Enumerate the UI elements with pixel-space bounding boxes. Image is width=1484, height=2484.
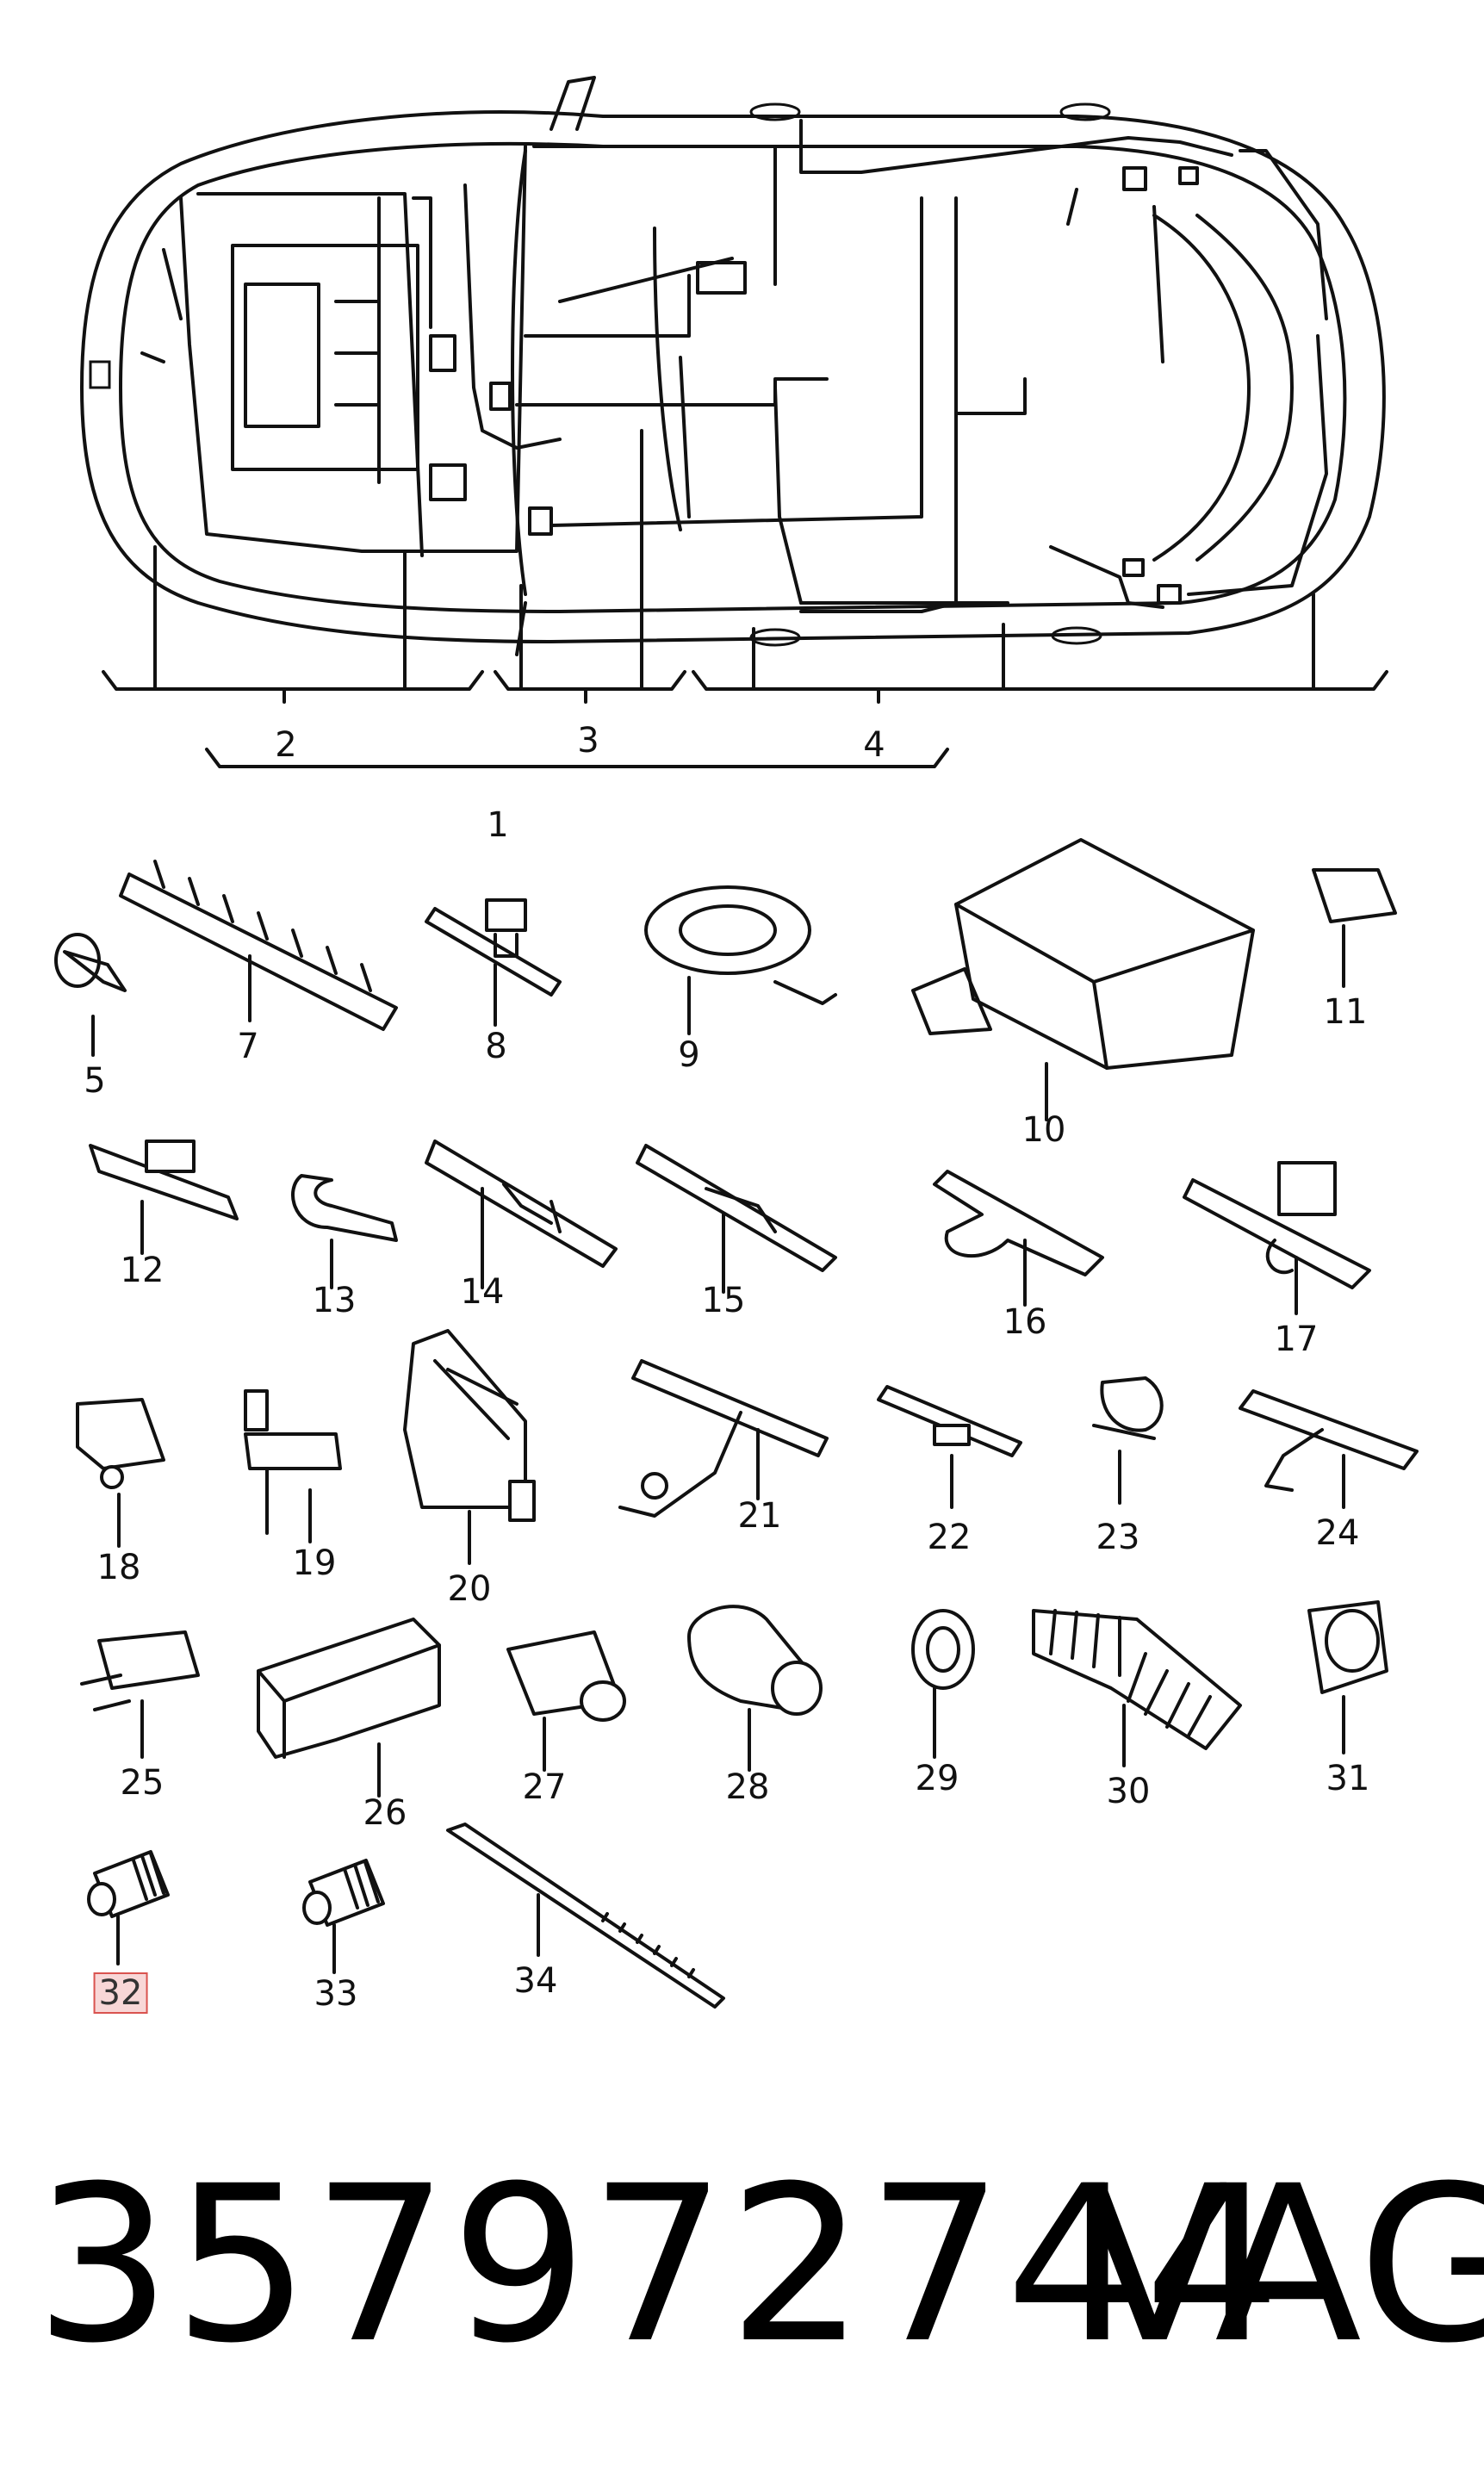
part-19 xyxy=(244,1389,342,1543)
label-part-19[interactable]: 19 xyxy=(292,1543,337,1583)
label-part-34[interactable]: 34 xyxy=(513,1961,558,2001)
label-part-20[interactable]: 20 xyxy=(447,1569,492,1609)
label-part-15[interactable]: 15 xyxy=(701,1281,746,1320)
part-34-cable-tie xyxy=(446,1823,725,2009)
label-group-3: 3 xyxy=(577,721,599,761)
label-part-29[interactable]: 29 xyxy=(915,1759,959,1798)
part-26 xyxy=(257,1618,441,1798)
label-part-5[interactable]: 5 xyxy=(84,1061,106,1101)
part-21 xyxy=(618,1359,829,1518)
label-part-9[interactable]: 9 xyxy=(678,1035,700,1075)
part-number: 357972744 xyxy=(34,2139,1283,2390)
label-part-26[interactable]: 26 xyxy=(363,1793,407,1833)
part-23 xyxy=(1092,1376,1164,1505)
label-part-18[interactable]: 18 xyxy=(96,1548,141,1587)
part-25 xyxy=(80,1630,200,1759)
brand-name: VAG xyxy=(1081,2139,1484,2390)
part-29 xyxy=(911,1609,975,1759)
label-part-23[interactable]: 23 xyxy=(1096,1518,1140,1557)
part-18 xyxy=(76,1398,165,1548)
part-10-box xyxy=(911,838,1255,1121)
car-wiring-illustration xyxy=(80,76,1388,768)
part-9-grommet-oval xyxy=(644,885,837,1035)
label-part-30[interactable]: 30 xyxy=(1106,1772,1151,1811)
part-22 xyxy=(877,1385,1022,1509)
part-15 xyxy=(636,1144,837,1294)
part-28 xyxy=(687,1605,823,1772)
part-13 xyxy=(291,1174,398,1289)
part-27 xyxy=(506,1630,626,1772)
part-16 xyxy=(933,1170,1104,1307)
label-part-10[interactable]: 10 xyxy=(1021,1110,1066,1150)
label-part-14[interactable]: 14 xyxy=(460,1272,505,1312)
part-32-plug[interactable] xyxy=(87,1850,170,1965)
label-part-12[interactable]: 12 xyxy=(120,1251,165,1290)
part-31-tape xyxy=(1307,1600,1388,1754)
part-33-plug xyxy=(302,1859,385,1974)
label-part-27[interactable]: 27 xyxy=(522,1767,567,1807)
label-part-28[interactable]: 28 xyxy=(725,1767,770,1807)
label-part-17[interactable]: 17 xyxy=(1274,1320,1319,1359)
part-11-clip xyxy=(1312,868,1397,988)
label-part-16[interactable]: 16 xyxy=(1003,1302,1047,1342)
part-12 xyxy=(89,1140,239,1255)
label-part-21[interactable]: 21 xyxy=(737,1496,782,1536)
part-30-corrugated-tube xyxy=(1032,1609,1242,1767)
part-14 xyxy=(425,1140,618,1289)
label-group-4: 4 xyxy=(863,725,885,765)
label-part-25[interactable]: 25 xyxy=(120,1763,165,1803)
label-part-32-highlighted[interactable]: 32 xyxy=(93,1972,148,2014)
part-8-clip xyxy=(425,898,562,1027)
label-part-31[interactable]: 31 xyxy=(1326,1759,1370,1798)
label-part-33[interactable]: 33 xyxy=(314,1974,358,2014)
label-part-7[interactable]: 7 xyxy=(237,1027,259,1066)
part-17 xyxy=(1183,1161,1371,1315)
wiring-harness-diagram xyxy=(54,76,1419,2009)
label-group-1: 1 xyxy=(487,805,509,845)
label-part-22[interactable]: 22 xyxy=(927,1518,972,1557)
part-5-grommet xyxy=(54,933,127,1057)
part-20 xyxy=(403,1329,536,1565)
label-part-8[interactable]: 8 xyxy=(485,1027,507,1066)
label-part-11[interactable]: 11 xyxy=(1323,992,1368,1032)
label-part-24[interactable]: 24 xyxy=(1315,1513,1360,1553)
label-group-2: 2 xyxy=(275,725,297,765)
label-part-13[interactable]: 13 xyxy=(312,1281,357,1320)
part-24 xyxy=(1239,1389,1419,1509)
part-7-cable-channel xyxy=(119,860,398,1031)
